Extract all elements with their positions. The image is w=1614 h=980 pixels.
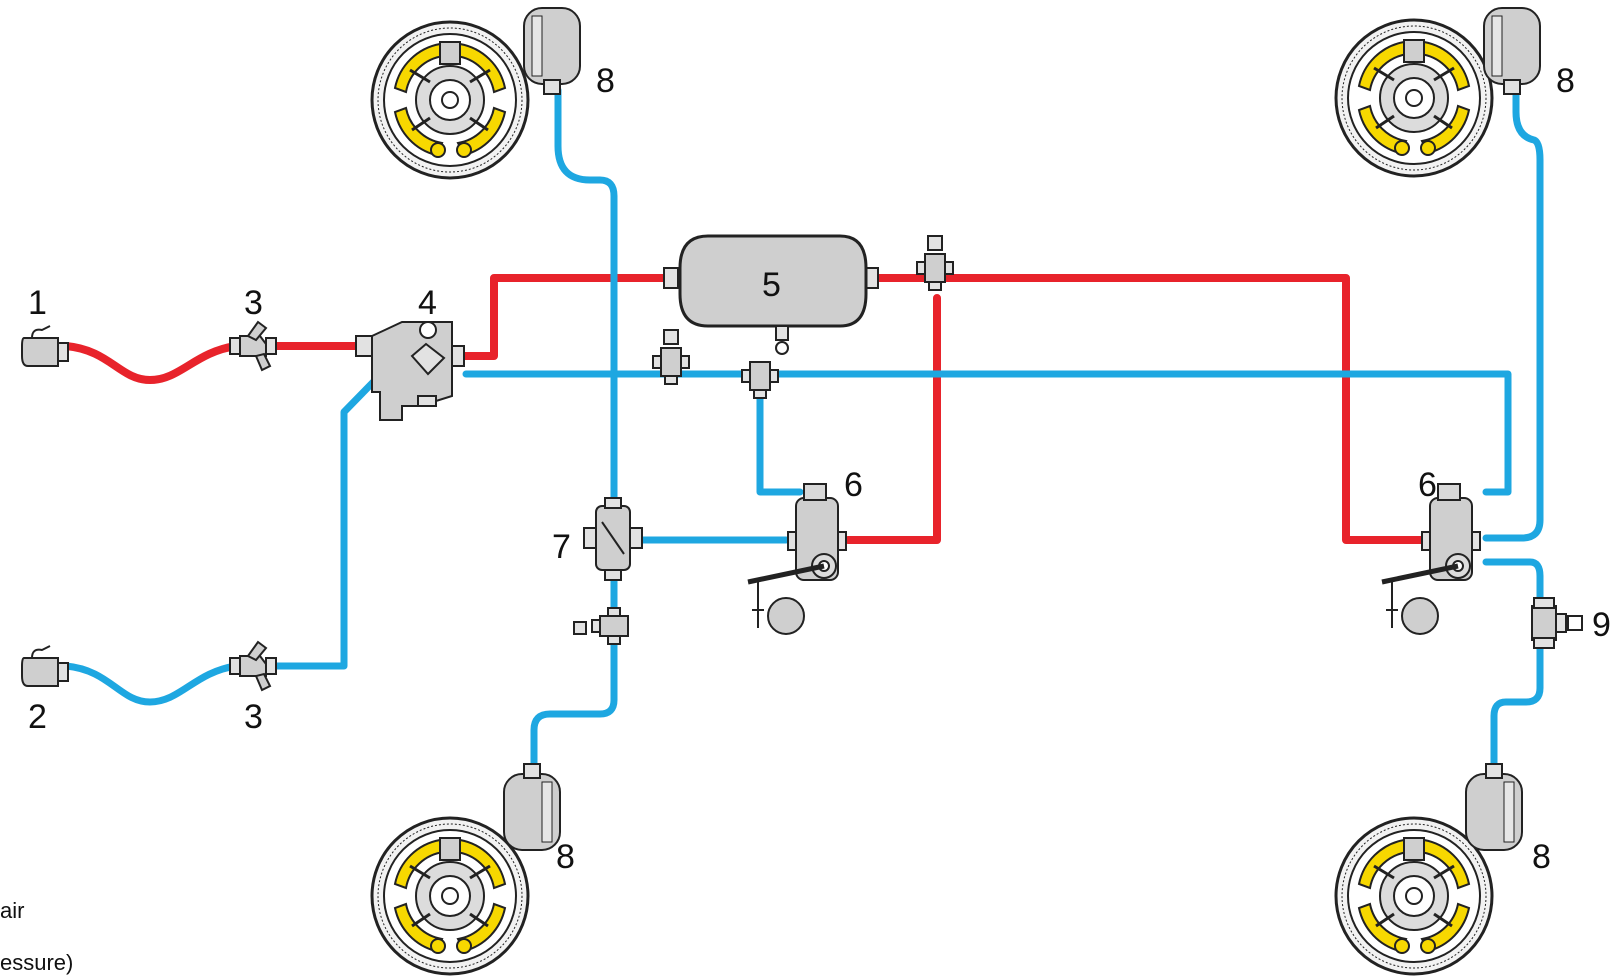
label-valve-6-left: 6 [844, 466, 863, 504]
wheel-top-right [1334, 7, 1541, 178]
quick-release-valve [1531, 597, 1583, 649]
label-chamber-8-top-left: 8 [596, 62, 615, 100]
control-line-main [462, 370, 1512, 496]
label-valve-4: 4 [418, 284, 437, 322]
label-coupling-supply: 1 [28, 284, 47, 322]
coupling-head-control [21, 645, 69, 687]
coupling-head-supply [21, 325, 69, 367]
label-valve-7: 7 [552, 528, 571, 566]
control-line-right-top [1482, 88, 1544, 542]
legend-line-1: air [0, 898, 24, 923]
label-valve-6-right: 6 [1418, 466, 1437, 504]
supply-line-tank-right [862, 274, 1430, 544]
supply-line-tee-to-valve6a [844, 294, 941, 544]
label-coupling-control: 2 [28, 698, 47, 736]
control-line-to-valve6a [756, 370, 804, 496]
supply-line-valve4-to-tank [458, 274, 680, 360]
legend-line-2: essure) [0, 950, 73, 975]
label-chamber-8-top-right: 8 [1556, 62, 1575, 100]
label-reservoir-5: 5 [762, 266, 781, 304]
label-filter-supply: 3 [244, 284, 263, 322]
test-port-tee-red [916, 235, 954, 291]
double-check-valve [583, 497, 643, 581]
wheel-bottom-left [370, 763, 561, 976]
wheel-top-left [370, 7, 581, 180]
line-filter-control [229, 641, 277, 691]
label-valve-9: 9 [1592, 606, 1611, 644]
label-chamber-8-bottom-right: 8 [1532, 838, 1551, 876]
control-line-coupling [62, 662, 240, 706]
tee-fitting-blue [741, 361, 779, 399]
label-filter-control: 3 [244, 698, 263, 736]
test-port-tee-lower [573, 607, 629, 645]
control-line-right-bottom [1482, 558, 1544, 772]
line-filter-supply [229, 321, 277, 371]
load-sensing-valve-left [748, 484, 846, 634]
wheel-bottom-right [1334, 763, 1523, 976]
trailer-control-valve [355, 321, 465, 421]
label-chamber-8-bottom-left: 8 [556, 838, 575, 876]
test-port-tee-blue [652, 329, 690, 385]
load-sensing-valve-right [1382, 484, 1480, 634]
control-line-left-axle [530, 86, 618, 768]
air-reservoir [663, 234, 879, 355]
supply-line-coupling [62, 342, 240, 384]
